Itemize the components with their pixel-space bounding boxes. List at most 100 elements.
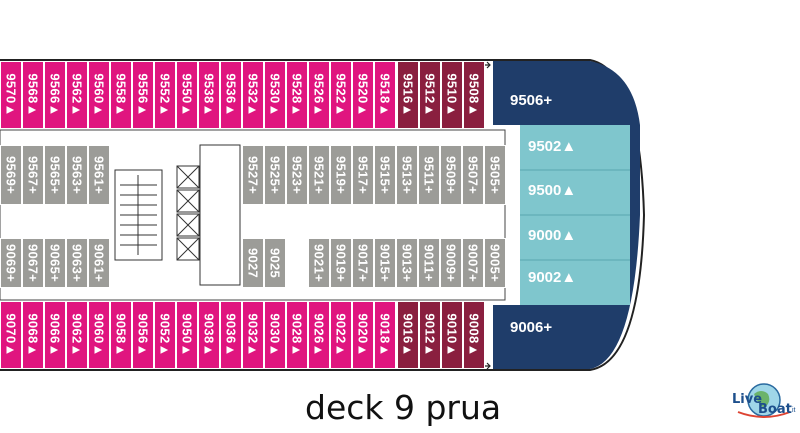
cabin-box[interactable]: 9517+ <box>352 145 374 205</box>
cabin-number: 9527+ <box>245 155 261 195</box>
cabin-9000[interactable]: 9000▲ <box>528 227 577 244</box>
cabin-9006[interactable]: 9006+ <box>510 319 553 336</box>
cabin-number: 9530▲ <box>267 73 283 117</box>
cabin-box[interactable]: 9063+ <box>66 238 88 288</box>
cabin-box[interactable]: 9525+ <box>264 145 286 205</box>
cabin-box[interactable]: 9556▲ <box>132 61 154 129</box>
cabin-box[interactable]: 9509+ <box>440 145 462 205</box>
cabin-box[interactable]: 9511+ <box>418 145 440 205</box>
cabin-box[interactable]: 9056▲ <box>132 301 154 369</box>
cabin-number: 9022▲ <box>333 313 349 357</box>
cabin-box[interactable]: 9512▲ <box>419 61 441 129</box>
cabin-box[interactable]: 9536▲ <box>220 61 242 129</box>
cabin-box[interactable]: 9513+ <box>396 145 418 205</box>
cabin-box[interactable]: 9070▲ <box>0 301 22 369</box>
cabin-box[interactable]: 9032▲ <box>242 301 264 369</box>
cabin-box[interactable]: 9519+ <box>330 145 352 205</box>
cabin-box[interactable]: 9018▲ <box>374 301 396 369</box>
cabin-number: 9065+ <box>47 243 63 283</box>
cabin-box[interactable]: 9038▲ <box>198 301 220 369</box>
cabin-box[interactable]: 9015+ <box>374 238 396 288</box>
cabin-box[interactable]: 9066▲ <box>44 301 66 369</box>
cabin-box[interactable]: 9570▲ <box>0 61 22 129</box>
cabin-box[interactable]: 9526▲ <box>308 61 330 129</box>
cabin-box[interactable]: 9012▲ <box>419 301 441 369</box>
cabin-box[interactable]: 9008▲ <box>463 301 485 369</box>
cabin-box[interactable]: 9016▲ <box>397 301 419 369</box>
cabin-box[interactable]: 9566▲ <box>44 61 66 129</box>
cabin-box[interactable]: 9561+ <box>88 145 110 205</box>
cabin-number: 9008▲ <box>466 313 482 357</box>
cabin-box[interactable]: 9558▲ <box>110 61 132 129</box>
cabin-box[interactable]: 9550▲ <box>176 61 198 129</box>
cabin-box[interactable]: 9527+ <box>242 145 264 205</box>
cabin-number: 9063+ <box>69 243 85 283</box>
cabin-box[interactable]: 9062▲ <box>66 301 88 369</box>
cabin-box[interactable]: 9523+ <box>286 145 308 205</box>
cabin-number: 9015+ <box>377 243 393 283</box>
cabin-box[interactable]: 9027 <box>242 238 264 288</box>
cabin-box[interactable]: 9007+ <box>462 238 484 288</box>
cabin-box[interactable]: 9050▲ <box>176 301 198 369</box>
cabin-box[interactable]: 9061+ <box>88 238 110 288</box>
cabin-box[interactable]: 9507+ <box>462 145 484 205</box>
cabin-box[interactable]: 9019+ <box>330 238 352 288</box>
cabin-box[interactable]: 9005+ <box>484 238 506 288</box>
cabin-number: 9507+ <box>465 155 481 195</box>
cabin-box[interactable]: 9052▲ <box>154 301 176 369</box>
cabin-box[interactable]: 9030▲ <box>264 301 286 369</box>
cabin-box[interactable]: 9521+ <box>308 145 330 205</box>
cabin-box[interactable]: 9505+ <box>484 145 506 205</box>
cabin-box[interactable]: 9009+ <box>440 238 462 288</box>
cabin-box[interactable]: 9516▲ <box>397 61 419 129</box>
cabin-box[interactable]: 9011+ <box>418 238 440 288</box>
cabin-box[interactable]: 9026▲ <box>308 301 330 369</box>
cabin-box[interactable]: 9069+ <box>0 238 22 288</box>
cabin-box[interactable]: 9068▲ <box>22 301 44 369</box>
cabin-box[interactable]: 9518▲ <box>374 61 396 129</box>
cabin-number: 9563+ <box>69 155 85 195</box>
cabin-box[interactable]: 9552▲ <box>154 61 176 129</box>
cabin-box[interactable]: 9569+ <box>0 145 22 205</box>
cabin-box[interactable]: 9568▲ <box>22 61 44 129</box>
cabin-box[interactable]: 9021+ <box>308 238 330 288</box>
cabin-box[interactable]: 9520▲ <box>352 61 374 129</box>
cabin-box[interactable]: 9065+ <box>44 238 66 288</box>
cabin-box[interactable]: 9515+ <box>374 145 396 205</box>
cabin-box[interactable]: 9538▲ <box>198 61 220 129</box>
cabin-box[interactable]: 9532▲ <box>242 61 264 129</box>
cabin-box[interactable]: 9565+ <box>44 145 66 205</box>
cabin-9002[interactable]: 9002▲ <box>528 269 577 286</box>
cabin-box[interactable]: 9017+ <box>352 238 374 288</box>
cabin-box[interactable]: 9530▲ <box>264 61 286 129</box>
cabin-box[interactable]: 9522▲ <box>330 61 352 129</box>
cabin-box[interactable]: 9058▲ <box>110 301 132 369</box>
cabin-box[interactable]: 9563+ <box>66 145 88 205</box>
cabin-box[interactable]: 9560▲ <box>88 61 110 129</box>
cabin-box[interactable]: 9022▲ <box>330 301 352 369</box>
cabin-9506[interactable]: 9506+ <box>510 92 553 109</box>
cabin-box[interactable]: 9510▲ <box>441 61 463 129</box>
elevator-shafts <box>176 165 200 261</box>
cabin-number: 9556▲ <box>135 73 151 117</box>
cabin-box[interactable]: 9036▲ <box>220 301 242 369</box>
cabin-number: 9522▲ <box>333 73 349 117</box>
cabin-number: 9056▲ <box>135 313 151 357</box>
cabin-number: 9027 <box>245 247 261 279</box>
cabin-box[interactable]: 9025 <box>264 238 286 288</box>
cabin-box[interactable]: 9508▲ <box>463 61 485 129</box>
cabin-box[interactable]: 9028▲ <box>286 301 308 369</box>
cabin-box[interactable]: 9562▲ <box>66 61 88 129</box>
cabin-box[interactable]: 9060▲ <box>88 301 110 369</box>
cabin-9500[interactable]: 9500▲ <box>528 182 577 199</box>
cabin-box[interactable]: 9528▲ <box>286 61 308 129</box>
cabin-number: 9516▲ <box>400 73 416 117</box>
cabin-box[interactable]: 9567+ <box>22 145 44 205</box>
cabin-box[interactable]: 9013+ <box>396 238 418 288</box>
cabin-box[interactable]: 9020▲ <box>352 301 374 369</box>
cabin-number: 9568▲ <box>25 73 41 117</box>
cabin-box[interactable]: 9067+ <box>22 238 44 288</box>
cabin-9502[interactable]: 9502▲ <box>528 138 577 155</box>
cabin-box[interactable]: 9010▲ <box>441 301 463 369</box>
logo-suffix: .it <box>790 407 796 414</box>
